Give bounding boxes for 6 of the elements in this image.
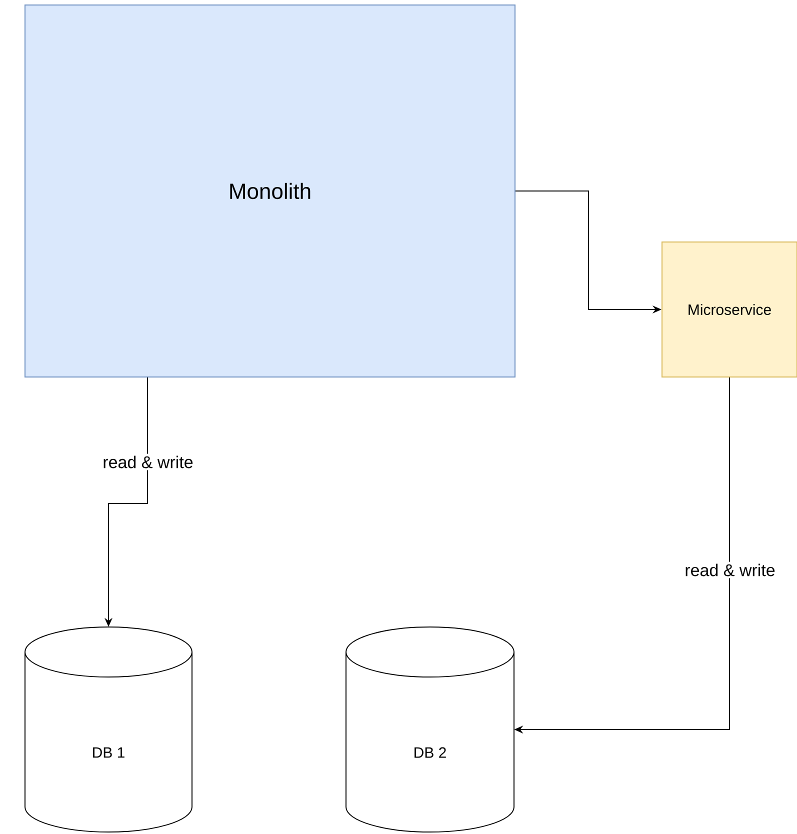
service-box: Microservice [662,242,797,378]
edge-label: read & write [100,454,196,470]
edge-label: read & write [682,562,778,578]
database-cylinder: DB 2 [346,626,514,832]
database-cylinder: DB 1 [24,626,192,832]
service-box: Monolith [24,4,516,378]
